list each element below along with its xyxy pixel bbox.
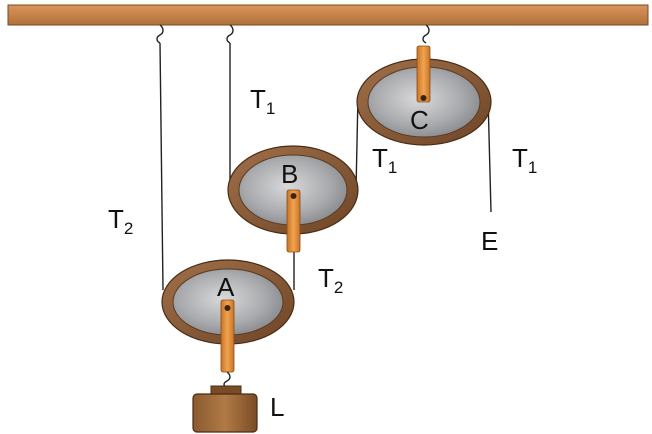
label-a: A: [217, 272, 235, 302]
rope-t1-middle: [355, 95, 359, 191]
label-load: L: [270, 392, 284, 422]
tension-t1-right: T1: [512, 143, 537, 177]
label-b: B: [281, 159, 298, 189]
tension-t2-right: T2: [318, 263, 343, 297]
pulley-a: [161, 259, 295, 373]
pulley-c: [356, 45, 492, 146]
tension-t2-left: T2: [108, 204, 133, 238]
load-hook: [223, 371, 231, 388]
hook-pulley-c: [422, 24, 430, 44]
tension-t1-upper: T1: [250, 84, 275, 118]
label-free-end: E: [481, 226, 498, 256]
pulley-c-strap: [416, 45, 431, 103]
hook-middle-rope: [226, 24, 234, 44]
pulley-b-strap: [286, 189, 301, 253]
rope-t2-left: [159, 42, 164, 291]
load-weight: [192, 385, 258, 433]
pulley-b: [227, 145, 359, 253]
ceiling-hooks: [156, 24, 430, 44]
label-c: C: [410, 105, 429, 135]
hook-left-rope: [156, 24, 164, 44]
tension-t1-middle: T1: [372, 143, 397, 177]
pulley-a-axle: [224, 305, 231, 311]
load-block: [192, 393, 258, 433]
ceiling-beam: [7, 4, 649, 26]
pulley-c-axle: [420, 95, 427, 101]
pulley-b-axle: [290, 193, 297, 199]
